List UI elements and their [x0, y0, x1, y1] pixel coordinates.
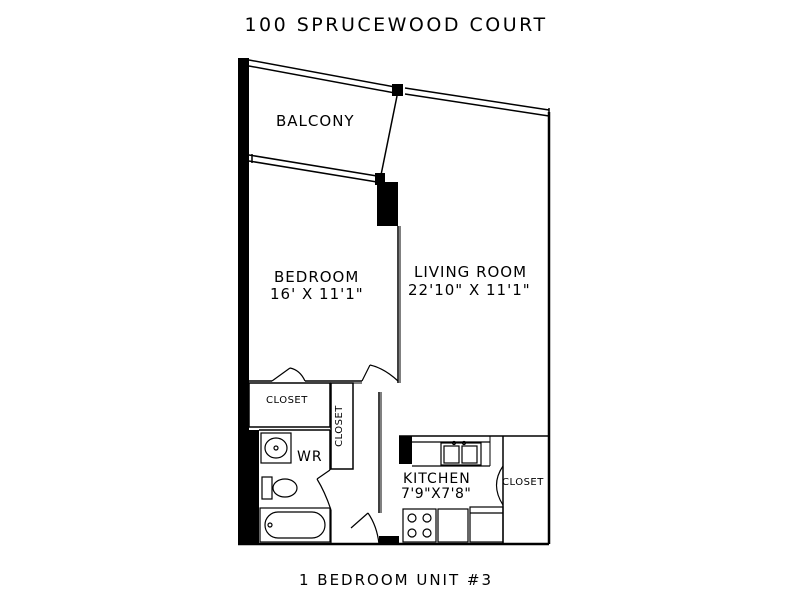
bedroom-size: 16' X 11'1" — [270, 285, 364, 303]
balcony-divider — [380, 95, 398, 176]
kitchen-label: KITCHEN — [403, 471, 471, 487]
living-room-label: LIVING ROOM — [414, 263, 528, 281]
hall-closet-label: CLOSET — [266, 395, 308, 406]
washroom-sink — [260, 432, 292, 464]
washroom-wall-block — [249, 430, 259, 544]
structural-column — [377, 182, 398, 226]
living-door — [361, 364, 399, 382]
bedroom-label: BEDROOM — [274, 268, 360, 286]
plan-subtitle: 1 BEDROOM UNIT #3 — [298, 571, 494, 589]
entry-threshold — [379, 536, 399, 544]
living-room-size: 22'10" X 11'1" — [408, 281, 531, 299]
entry-door — [350, 512, 380, 545]
vertical-closet-label: CLOSET — [334, 405, 345, 447]
hall-closet-outline — [248, 382, 331, 428]
balcony-railing-bottom — [248, 154, 385, 185]
exterior-wall-west — [238, 58, 249, 544]
bedroom-door — [271, 367, 306, 382]
balcony-railing-top — [248, 59, 550, 120]
kitchen-dishwasher — [437, 508, 469, 543]
washroom-bathtub — [259, 507, 331, 543]
plan-title: 100 SPRUCEWOOD COURT — [244, 14, 548, 36]
kitchen-closet-door — [495, 465, 504, 506]
kitchen-column — [399, 436, 412, 464]
balcony-label: BALCONY — [276, 112, 355, 130]
kitchen-counter — [412, 440, 490, 467]
kitchen-fridge — [469, 506, 504, 543]
washroom-toilet — [261, 476, 298, 500]
kitchen-size: 7'9"X7'8" — [401, 486, 472, 502]
washroom-door — [316, 469, 332, 544]
washroom-label: WR — [297, 449, 323, 465]
kitchen-stove — [402, 508, 437, 543]
kitchen-closet-label: CLOSET — [502, 477, 544, 488]
